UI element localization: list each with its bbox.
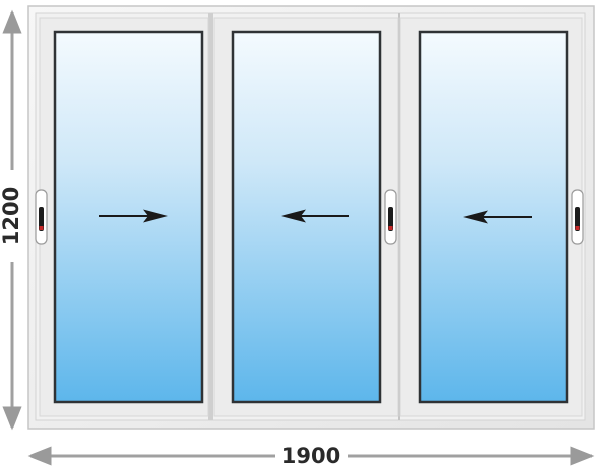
sash-handle (571, 189, 584, 245)
sash-center (213, 17, 399, 417)
height-label: 1200 (0, 187, 23, 245)
sash-left (35, 17, 209, 417)
arrow-head (463, 210, 488, 224)
arrow-head (281, 209, 306, 223)
slide-direction-left-arrow (281, 209, 349, 223)
slide-direction-left-arrow (463, 210, 532, 224)
handle-lock-indicator (575, 226, 580, 230)
width-label: 1900 (282, 444, 340, 468)
sash-right (399, 17, 584, 417)
height-dimension: 1200 (0, 9, 23, 431)
slide-direction-right-arrow (99, 209, 168, 223)
width-dimension: 1900 (27, 444, 595, 468)
handle-grip (39, 207, 44, 231)
handle-lock-indicator (388, 226, 393, 230)
handle-grip (388, 207, 393, 231)
handle-lock-indicator (39, 226, 44, 230)
sash-handle (35, 189, 48, 245)
mullion-left (208, 13, 213, 420)
arrow-head (143, 209, 168, 223)
handle-grip (575, 207, 580, 231)
sash-handle (384, 189, 397, 245)
